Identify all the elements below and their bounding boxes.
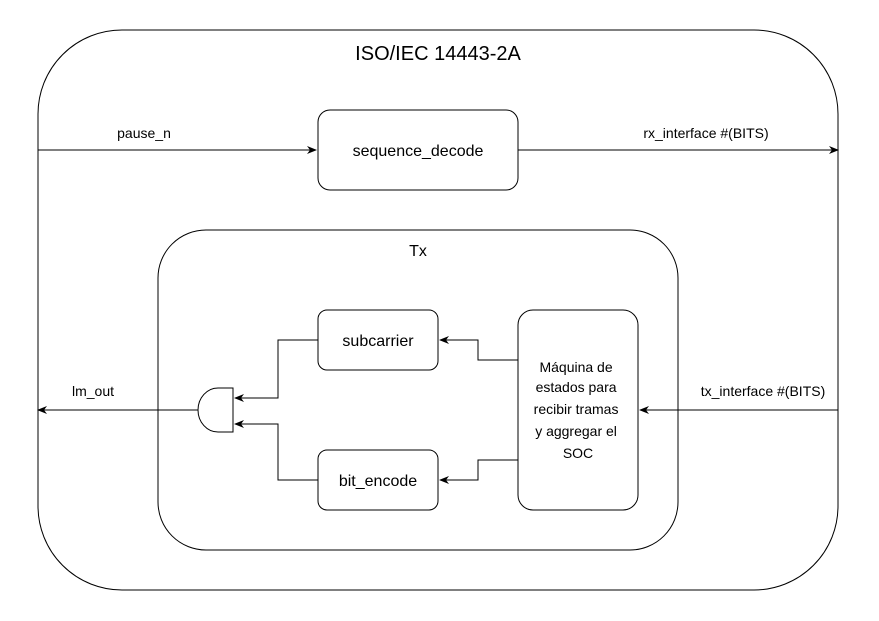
state-machine-line-1: Máquina de xyxy=(539,359,612,375)
tx-interface-label: tx_interface #(BITS) xyxy=(701,383,826,399)
subcarrier-label: subcarrier xyxy=(342,333,414,350)
and-gate-icon xyxy=(197,387,234,433)
outer-module-title: ISO/IEC 14443-2A xyxy=(355,43,521,65)
fsm-to-subcarrier-wire xyxy=(439,336,518,361)
subcarrier-to-gate-wire xyxy=(234,339,318,402)
state-machine-line-3: recibir tramas xyxy=(534,401,619,417)
lm-out-label: lm_out xyxy=(72,383,114,399)
pause-n-label: pause_n xyxy=(117,125,171,141)
fsm-to-bit-encode-wire xyxy=(439,459,518,484)
bit-encode-to-gate-wire xyxy=(234,420,318,481)
state-machine-line-4: y aggregar el xyxy=(535,423,617,439)
tx-module-title: Tx xyxy=(409,243,427,260)
state-machine-line-2: estados para xyxy=(536,379,617,395)
bit-encode-label: bit_encode xyxy=(339,473,417,490)
rx-interface-label: rx_interface #(BITS) xyxy=(643,125,768,141)
state-machine-block xyxy=(517,309,639,511)
sequence-decode-label: sequence_decode xyxy=(353,143,484,160)
state-machine-line-5: SOC xyxy=(563,445,593,461)
state-machine-label: Máquina de estados para recibir tramas y… xyxy=(534,359,623,461)
